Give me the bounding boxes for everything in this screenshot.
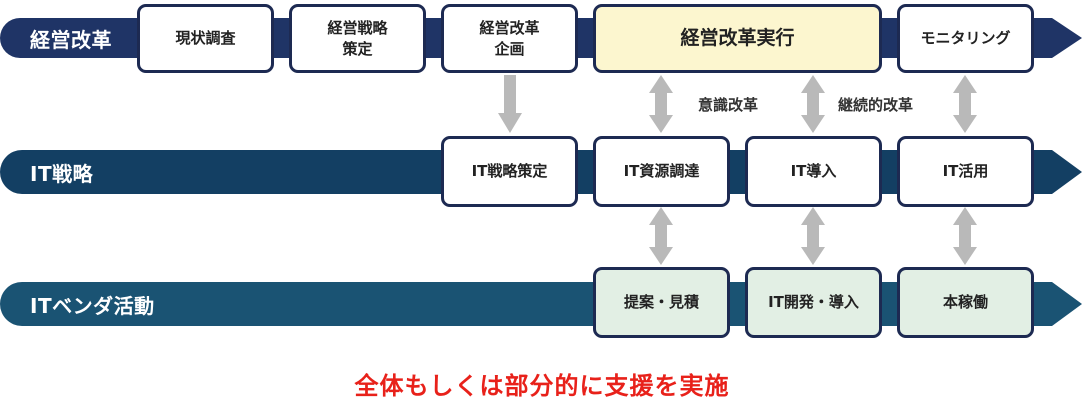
double-arrow-monitoring-katsuyo (953, 75, 977, 133)
box-monitoring: モニタリング (897, 4, 1034, 73)
note-ishiki-kaikaku: 意識改革 (698, 96, 759, 114)
box-genjo-chosa: 現状調査 (137, 4, 274, 73)
box-keiei-senryaku-sakutei: 経営戦略 策定 (289, 4, 426, 73)
band-keiei-label: 経営改革 (30, 27, 112, 52)
down-arrow-kikaku (498, 75, 522, 133)
footer-caption: 全体もしくは部分的に支援を実施 (354, 372, 730, 400)
box-keiei-kaikaku-jikko: 経営改革実行 (593, 4, 882, 73)
box-it-senryaku-sakutei: IT戦略策定 (441, 136, 578, 207)
box-it-shigen-chotatsu: IT資源調達 (593, 136, 730, 207)
double-arrow-donyu-kaihatsu (801, 207, 825, 265)
band-vendor-label: ITベンダ活動 (30, 293, 155, 318)
double-arrow-jikko-donyu (801, 75, 825, 133)
box-teian-mitsumori: 提案・見積 (593, 267, 730, 338)
band-it-label: IT戦略 (30, 161, 94, 186)
double-arrow-jikko-shigen (649, 75, 673, 133)
note-keizoku-kaikaku: 継続的改革 (838, 96, 914, 114)
box-keiei-kaikaku-kikaku: 経営改革 企画 (441, 4, 578, 73)
box-it-kaihatsu-donyu: IT開発・導入 (745, 267, 882, 338)
double-arrow-shigen-teian (649, 207, 673, 265)
box-it-donyu: IT導入 (745, 136, 882, 207)
double-arrow-katsuyo-honkado (953, 207, 977, 265)
box-honkado: 本稼働 (897, 267, 1034, 338)
box-it-katsuyo: IT活用 (897, 136, 1034, 207)
